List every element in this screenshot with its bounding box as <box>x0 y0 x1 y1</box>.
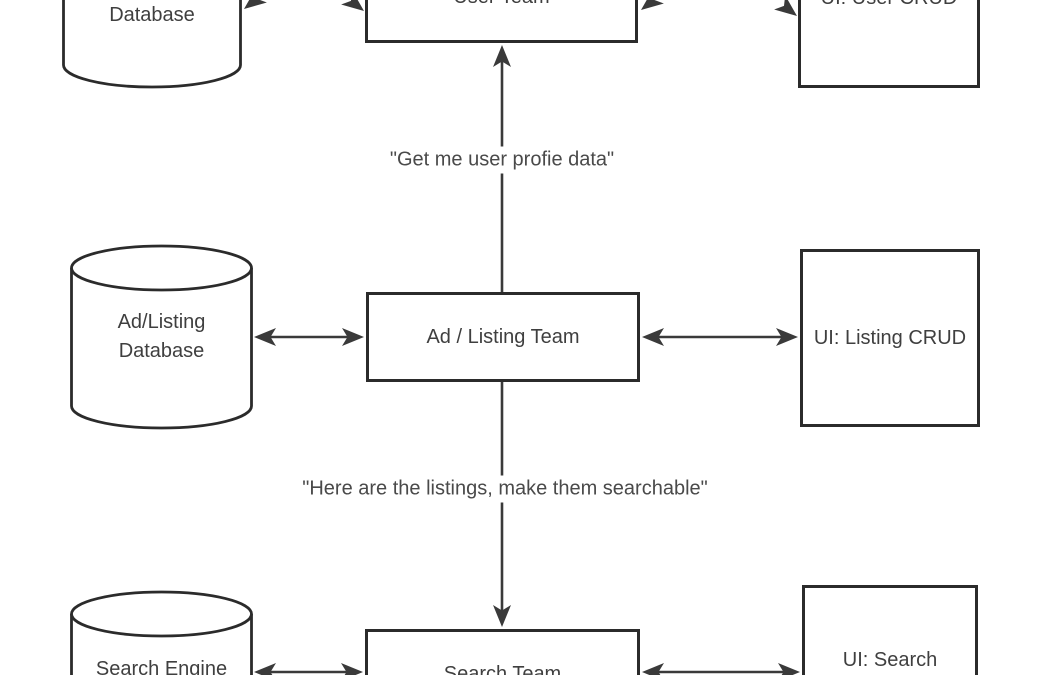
arrowhead-icon <box>774 0 797 16</box>
node-ui-search: UI: Search <box>802 585 978 675</box>
connector-adteam-uilisting <box>642 328 798 346</box>
arrowhead-icon <box>254 328 276 346</box>
arrowhead-icon <box>642 663 664 675</box>
connector-searchteam-uisearch <box>642 663 800 675</box>
node-user-team: User Team <box>365 0 638 43</box>
node-ui-user-crud: UI: User CRUD <box>798 0 980 88</box>
arrowhead-icon <box>244 0 267 9</box>
ad-listing-database-cylinder <box>70 244 253 430</box>
ui-search-label: UI: Search <box>842 648 938 671</box>
ui-user-crud-label: UI: User CRUD <box>821 0 958 10</box>
arrowhead-icon <box>641 0 664 10</box>
ad-listing-database-label: Ad/Listing Database <box>117 311 206 362</box>
arrowhead-icon <box>341 663 363 675</box>
search-engine-cylinder <box>70 590 253 675</box>
arrowhead-icon <box>776 328 798 346</box>
connector-searchdb-searchteam <box>254 663 363 675</box>
edge-label-user-profile-request: "Get me user profie data" <box>381 146 623 174</box>
connector-adteam-searchteam <box>493 382 511 627</box>
search-engine-label: Search Engine <box>95 657 228 675</box>
node-ad-listing-team: Ad / Listing Team <box>366 292 640 382</box>
connector-userteam-uiusercrud <box>641 0 797 16</box>
user-database-label: Database <box>109 3 195 26</box>
arrowhead-icon <box>493 605 511 627</box>
connector-addb-adteam <box>254 328 364 346</box>
search-team-label: Search Team <box>443 662 562 675</box>
user-team-label: User Team <box>453 0 549 9</box>
connector-adteam-userteam <box>493 45 511 292</box>
ui-listing-crud-label: UI: Listing CRUD <box>813 326 967 349</box>
arrowhead-icon <box>342 328 364 346</box>
arrowhead-icon <box>341 0 364 11</box>
edge-label-listings-handoff: "Here are the listings, make them search… <box>294 475 716 503</box>
arrowhead-icon <box>642 328 664 346</box>
arrowhead-icon <box>254 663 276 675</box>
node-search-team: Search Team <box>365 629 640 675</box>
arrowhead-icon <box>778 663 800 675</box>
connector-userdb-userteam <box>244 0 364 11</box>
ad-listing-team-label: Ad / Listing Team <box>426 325 580 348</box>
arrowhead-icon <box>493 45 511 67</box>
user-database-cylinder <box>62 0 242 89</box>
node-ui-listing-crud: UI: Listing CRUD <box>800 249 980 427</box>
